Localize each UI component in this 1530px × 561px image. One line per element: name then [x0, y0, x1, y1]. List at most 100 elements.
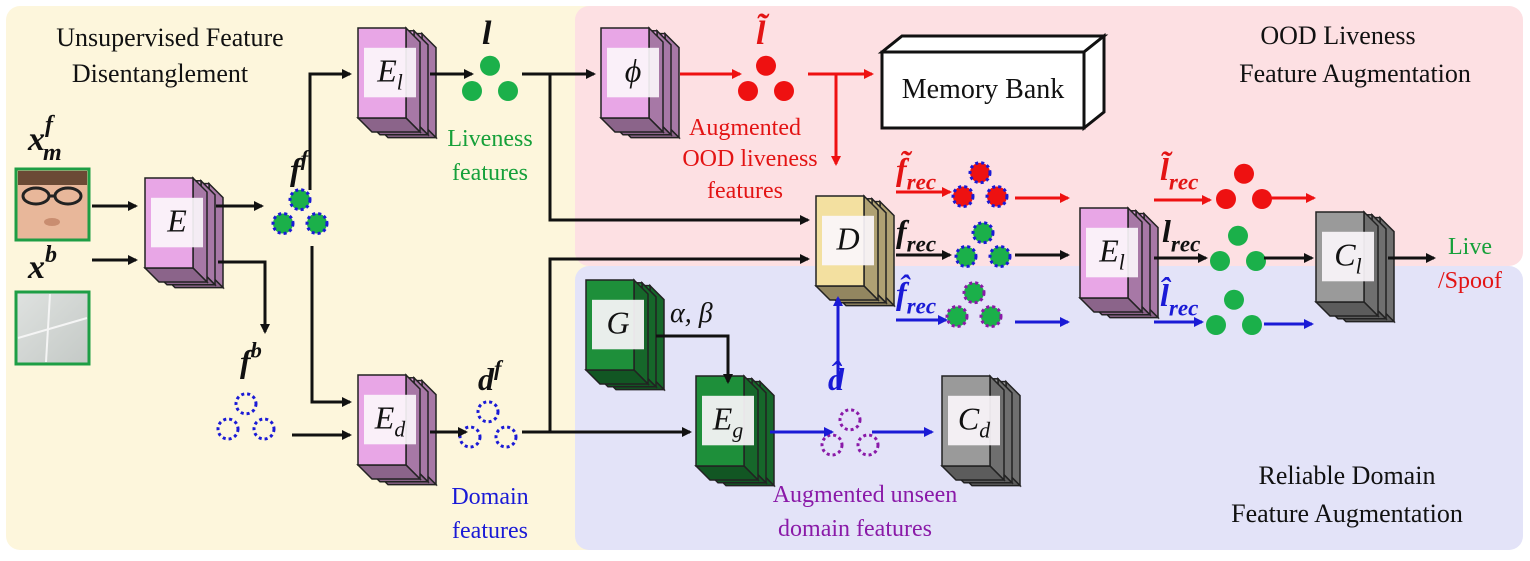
feature-dots — [216, 55, 1272, 457]
encoder-eg-label: Eg — [712, 400, 744, 442]
liveness-caption-1: Liveness — [447, 126, 532, 152]
domain-caption-2: features — [452, 518, 528, 544]
dots-d-hat-top — [838, 408, 862, 432]
encoder-el: El — [356, 26, 438, 140]
memory-bank-label: Memory Bank — [902, 74, 1065, 105]
section-title-ood-2: Feature Augmentation — [1239, 59, 1471, 88]
dots-l-rec-top — [1228, 225, 1248, 246]
arrow-ff-el — [308, 69, 352, 190]
arrow-df-d — [548, 254, 810, 432]
output-spoof-label: /Spoof — [1438, 268, 1502, 294]
encoder-e-label: E — [166, 202, 187, 238]
arrow-l-d — [548, 74, 810, 225]
domain-caption-1: Domain — [451, 484, 528, 510]
dots-fb-right — [252, 417, 276, 441]
augmented-unseen-caption-2: domain features — [778, 516, 932, 542]
encoder-ed-label: Ed — [374, 399, 406, 441]
dots-l-tilde-right — [774, 81, 794, 101]
dots-ff-top — [288, 188, 312, 212]
arrows — [92, 69, 1436, 440]
dots-df-left — [458, 425, 482, 449]
symbol-ff: ff — [290, 146, 311, 187]
dots-l-rec-tilde-left — [1216, 189, 1236, 209]
phi-block-label: ϕ — [625, 52, 642, 88]
dots-l-tilde-top — [756, 55, 776, 76]
dots-fb-top — [234, 392, 258, 416]
generator-g: G — [584, 278, 666, 392]
classifier-cd-label: Cd — [958, 400, 990, 442]
dots-f-rec-left — [954, 245, 978, 268]
output-live-label: Live — [1448, 234, 1492, 260]
dots-l-rec-hat-right — [1242, 315, 1262, 335]
unsupervised-panel — [6, 6, 606, 550]
encoder-eg: Eg — [694, 374, 776, 488]
dots-l-rec-right — [1246, 251, 1266, 271]
dots-f-rec-hat-right — [979, 305, 1003, 328]
symbol-l-rec: lrec — [1162, 213, 1200, 257]
decoder-d: D — [814, 194, 896, 308]
encoder-el-label: El — [376, 52, 403, 94]
arrow-e-fb — [218, 260, 270, 334]
encoder-el-2-label: El — [1098, 232, 1125, 274]
augmented-ood-caption-1: Augmented — [689, 115, 801, 141]
phi-block: ϕ — [599, 26, 681, 140]
input-background-image — [14, 290, 91, 366]
dots-f-rec-hat-top — [962, 281, 986, 305]
section-title-unsupervised-2: Disentanglement — [72, 59, 249, 88]
augmented-ood-caption-2: OOD liveness — [682, 146, 817, 172]
dots-f-rec-hat-left — [945, 305, 969, 328]
dots-df-top — [476, 400, 500, 424]
dots-df-right — [494, 425, 518, 449]
dots-l-rec-tilde-right — [1252, 189, 1272, 209]
dots-f-rec-top — [971, 221, 995, 245]
liveness-caption-2: features — [452, 160, 528, 186]
ood-panel — [575, 6, 1523, 266]
section-title-reliable-2: Feature Augmentation — [1231, 499, 1463, 528]
symbol-df: df — [478, 356, 504, 397]
dots-f-rec-tilde-top — [968, 161, 992, 185]
generator-g-label: G — [606, 304, 629, 340]
symbol-fb: fb — [240, 338, 262, 379]
section-title-unsupervised-1: Unsupervised Feature — [56, 23, 283, 52]
encoder-ed: Ed — [356, 373, 438, 487]
dots-d-hat-right — [856, 433, 880, 457]
dots-l-rec-hat-left — [1206, 315, 1226, 335]
dots-ff-left — [271, 212, 295, 235]
decoder-d-label: D — [835, 220, 859, 256]
classifier-cl: Cl — [1314, 210, 1396, 324]
symbol-f-rec-hat: f̂rec — [896, 275, 936, 319]
encoder-e: E — [143, 176, 225, 290]
dots-fb-left — [216, 417, 240, 441]
dots-l-right — [498, 81, 518, 101]
augmented-unseen-caption-1: Augmented unseen — [773, 482, 958, 508]
classifier-cl-label: Cl — [1334, 236, 1361, 278]
reliable-panel — [575, 266, 1523, 550]
alpha-beta-label: α, β — [670, 298, 713, 329]
encoder-el-2: El — [1078, 206, 1160, 320]
dots-ff-right — [305, 212, 329, 235]
symbol-l: l — [482, 15, 492, 52]
symbol-l-rec-hat: l̂rec — [1160, 277, 1198, 321]
dots-l-rec-tilde-top — [1234, 163, 1254, 184]
dots-l-left — [462, 81, 482, 101]
symbol-f-rec: frec — [896, 213, 936, 257]
input-face-image — [14, 167, 91, 242]
dots-f-rec-tilde-right — [985, 185, 1009, 208]
arrow-g-eg — [656, 334, 733, 384]
dots-l-rec-hat-top — [1224, 289, 1244, 310]
dots-d-hat-left — [820, 433, 844, 457]
dots-l-tilde-left — [738, 81, 758, 101]
memory-bank: Memory Bank — [877, 32, 1109, 132]
classifier-cd: Cd — [940, 374, 1022, 488]
dots-f-rec-right — [988, 245, 1012, 268]
section-title-ood-1: OOD Liveness — [1260, 21, 1415, 50]
dots-f-rec-tilde-left — [951, 185, 975, 208]
arrow-ff-ed — [310, 246, 352, 407]
input-xb-label: xb — [27, 242, 57, 286]
dots-l-rec-left — [1210, 251, 1230, 271]
